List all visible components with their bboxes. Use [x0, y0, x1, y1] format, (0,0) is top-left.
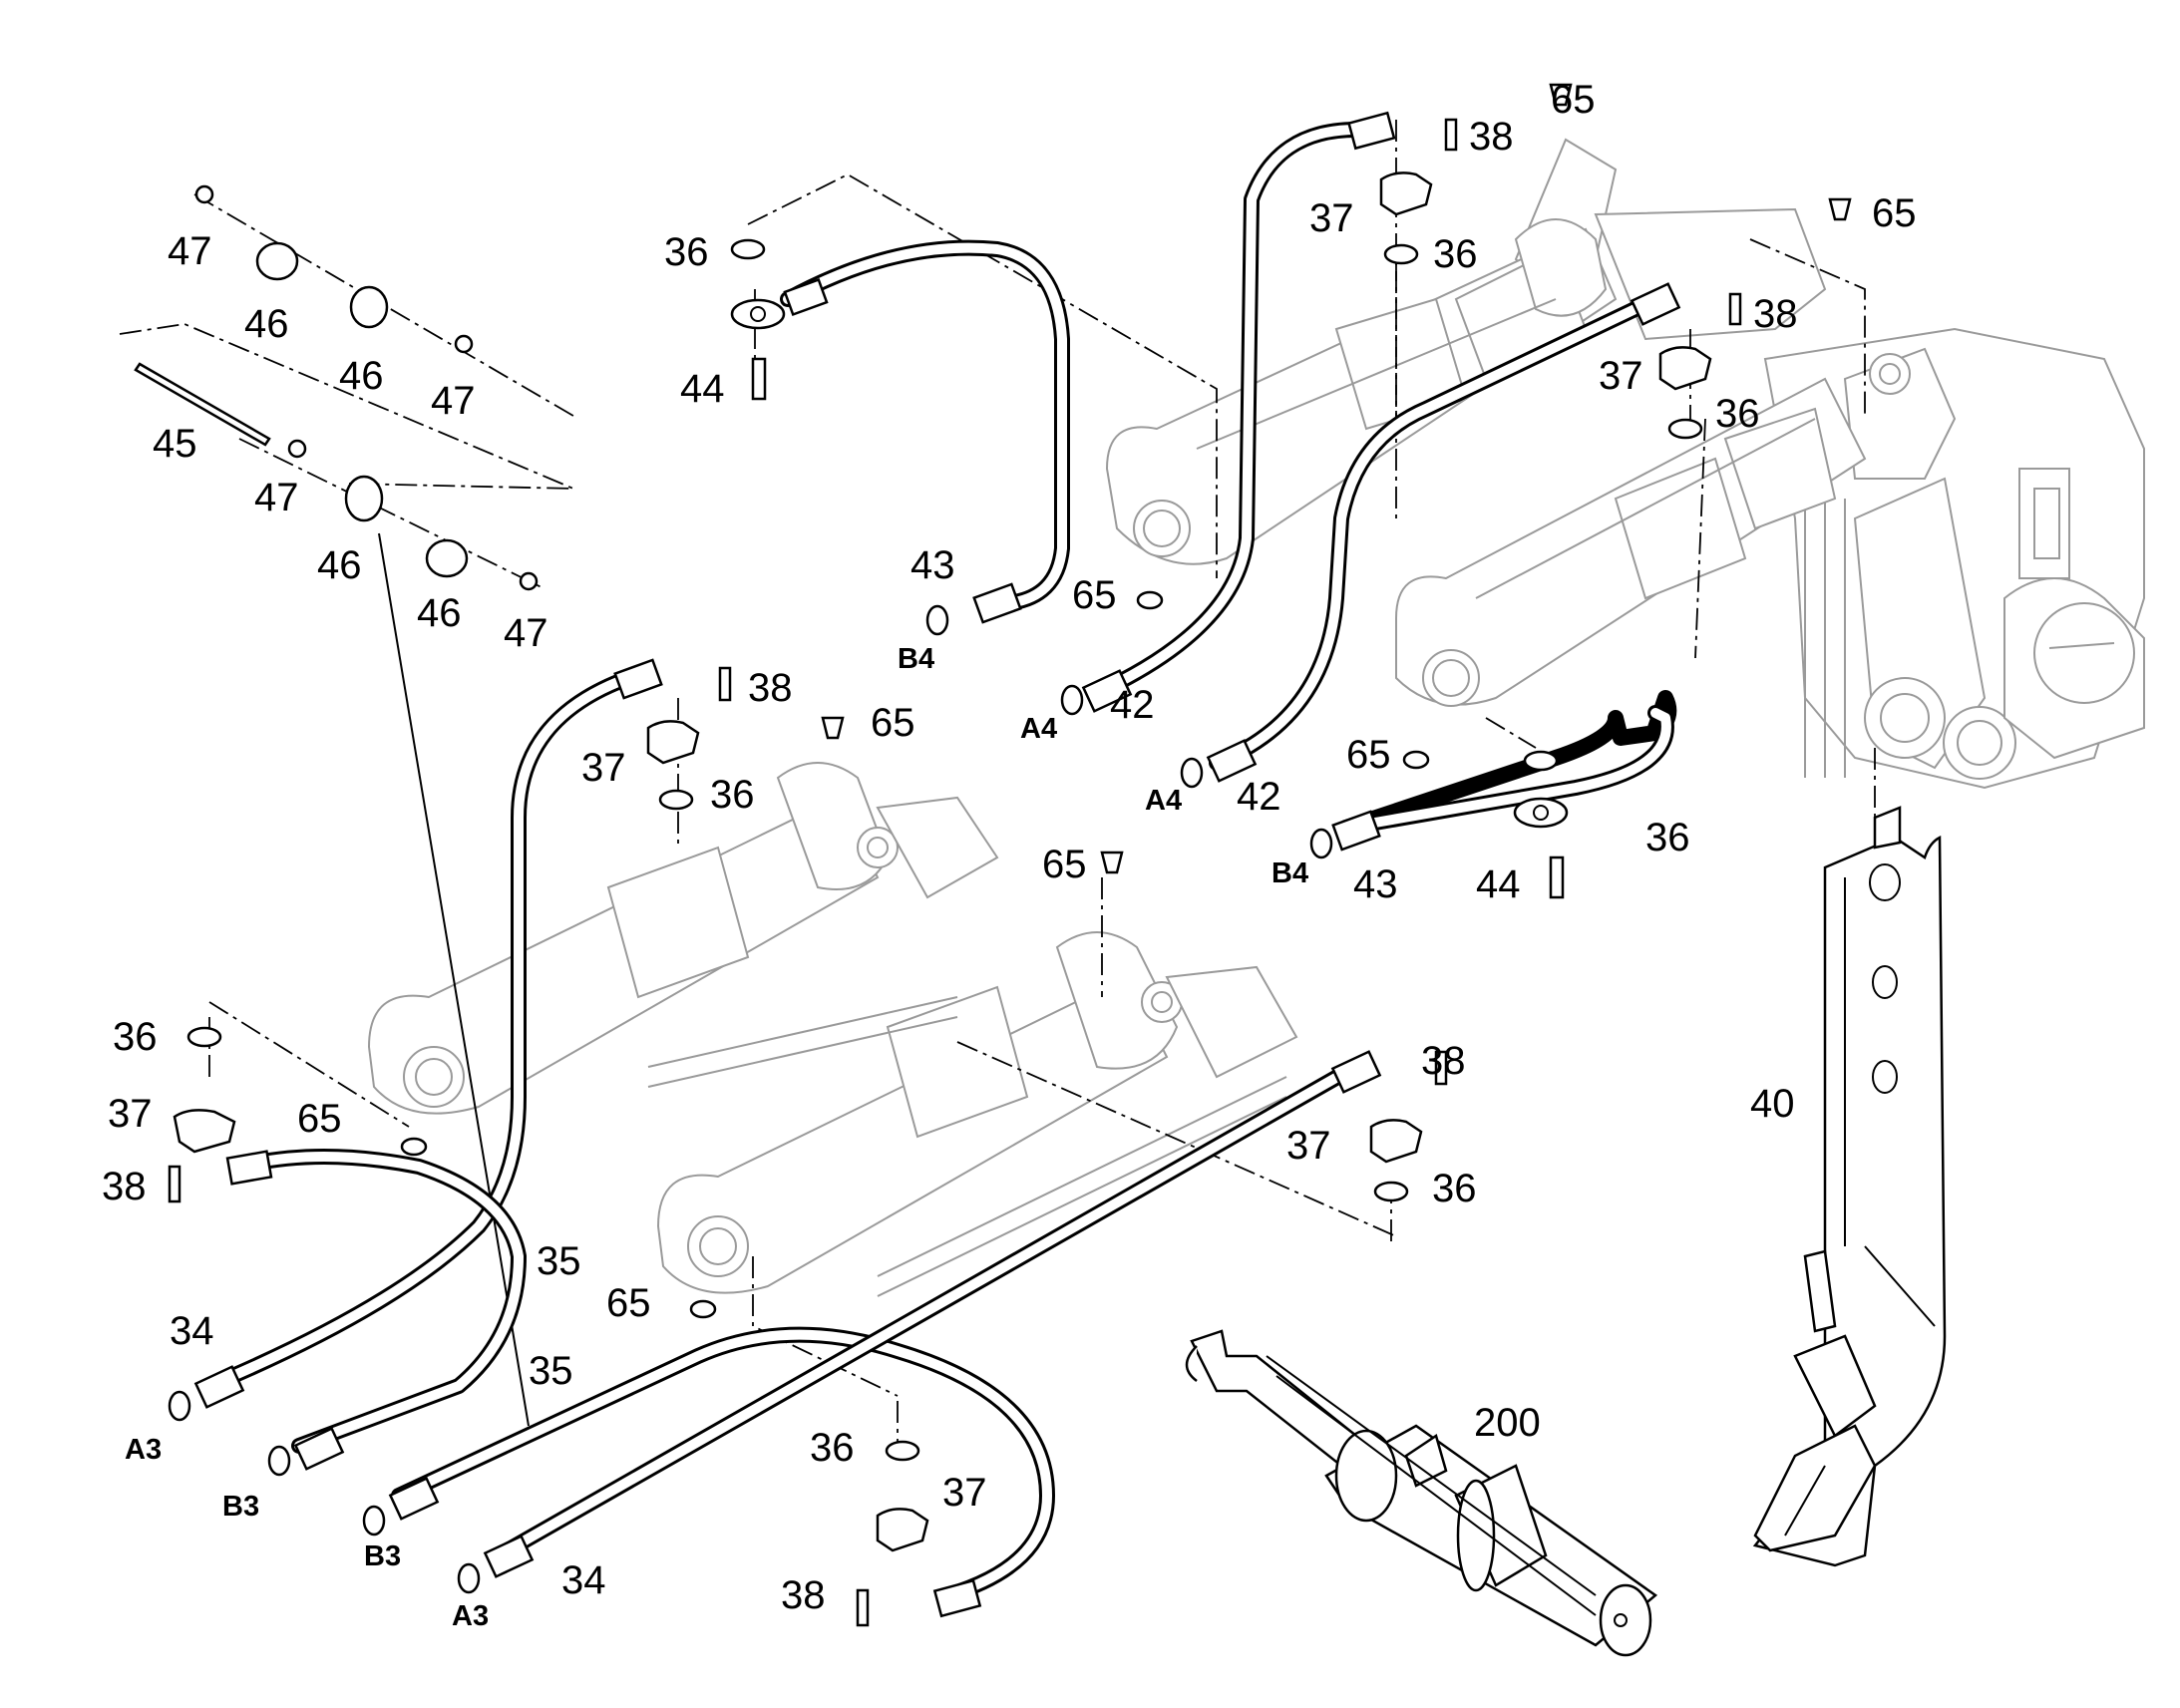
clamps-46-nuts-47-rod-45	[134, 184, 539, 591]
front-cylinder-right-ghost	[1395, 377, 1867, 707]
label-36: 36	[664, 230, 709, 274]
bolts-38-44	[168, 118, 1742, 1627]
label-65: 65	[1872, 191, 1917, 235]
hose-42-upper	[1089, 122, 1364, 701]
label-46: 46	[244, 302, 289, 346]
hose-fittings	[168, 111, 1681, 1618]
port-a4: A4	[1145, 785, 1182, 817]
label-45: 45	[153, 422, 197, 466]
label-47: 47	[254, 476, 299, 519]
label-37: 37	[581, 746, 626, 790]
label-37: 37	[1286, 1124, 1331, 1168]
label-38: 38	[748, 666, 793, 710]
hose-43-upper	[780, 239, 1070, 611]
label-37: 37	[1309, 196, 1354, 240]
rear-cylinder-left-ghost	[367, 762, 999, 1115]
label-65: 65	[297, 1097, 342, 1141]
label-46: 46	[317, 543, 362, 587]
label-36: 36	[113, 1015, 158, 1059]
label-36: 36	[1645, 816, 1690, 859]
hose-35-leader	[378, 532, 530, 1427]
hydraulic-cylinder-200	[1185, 1329, 1658, 1657]
label-36: 36	[810, 1426, 855, 1470]
plugs-65	[400, 83, 1852, 1319]
label-47: 47	[431, 379, 476, 423]
label-47: 47	[168, 229, 212, 273]
label-43: 43	[910, 543, 955, 587]
label-38: 38	[102, 1165, 147, 1208]
label-46: 46	[417, 591, 462, 635]
port-a3: A3	[125, 1434, 162, 1466]
part-labels: 47 46 46 47 45 47 46 46 47 36 44 43 B4 6…	[102, 78, 1917, 1632]
label-65: 65	[606, 1281, 651, 1325]
ripper-shank	[1752, 806, 1947, 1567]
label-42: 42	[1110, 683, 1155, 727]
label-65: 65	[871, 701, 915, 745]
port-b4: B4	[1272, 857, 1308, 889]
label-46: 46	[339, 354, 384, 398]
port-b3: B3	[222, 1491, 259, 1523]
label-36: 36	[1432, 1167, 1477, 1210]
label-65: 65	[1346, 733, 1391, 777]
label-37: 37	[1599, 354, 1643, 398]
o-rings-36	[186, 238, 1703, 1462]
label-34: 34	[170, 1309, 214, 1353]
port-b4: B4	[898, 643, 934, 675]
label-42: 42	[1237, 775, 1281, 819]
label-44: 44	[680, 367, 725, 411]
label-35: 35	[537, 1239, 581, 1283]
label-38: 38	[781, 1573, 826, 1617]
split-flanges-37	[173, 171, 1712, 1552]
label-65: 65	[1072, 573, 1117, 617]
label-200: 200	[1474, 1401, 1541, 1445]
label-38: 38	[1469, 115, 1514, 159]
hose-42-lower	[1209, 296, 1653, 771]
label-38: 38	[1753, 292, 1798, 336]
label-36: 36	[710, 773, 755, 817]
label-37: 37	[108, 1092, 153, 1136]
label-37: 37	[942, 1471, 987, 1515]
label-40: 40	[1750, 1082, 1795, 1126]
label-65: 65	[1042, 843, 1087, 886]
label-35: 35	[529, 1349, 573, 1393]
label-44: 44	[1476, 862, 1521, 906]
hose-35-lower	[391, 1326, 1055, 1603]
label-38: 38	[1421, 1039, 1466, 1083]
leader-lines	[119, 120, 1876, 1446]
label-47: 47	[504, 611, 548, 655]
hose-34-upper	[201, 670, 636, 1394]
front-cylinder-left-ghost	[647, 931, 1298, 1297]
hose-34-lower	[491, 1064, 1354, 1563]
ripper-frame-ghost	[1514, 138, 2145, 790]
port-a4: A4	[1020, 713, 1057, 745]
label-36: 36	[1433, 232, 1478, 276]
label-43: 43	[1353, 862, 1398, 906]
hose-43-lower	[1338, 690, 1677, 836]
port-a3: A3	[452, 1600, 489, 1632]
hose-35-upper	[231, 1149, 527, 1454]
label-36: 36	[1715, 392, 1760, 436]
label-34: 34	[561, 1558, 606, 1602]
rear-cylinder-right-ghost	[1105, 218, 1618, 565]
port-b3: B3	[364, 1540, 401, 1572]
label-65: 65	[1551, 78, 1596, 122]
